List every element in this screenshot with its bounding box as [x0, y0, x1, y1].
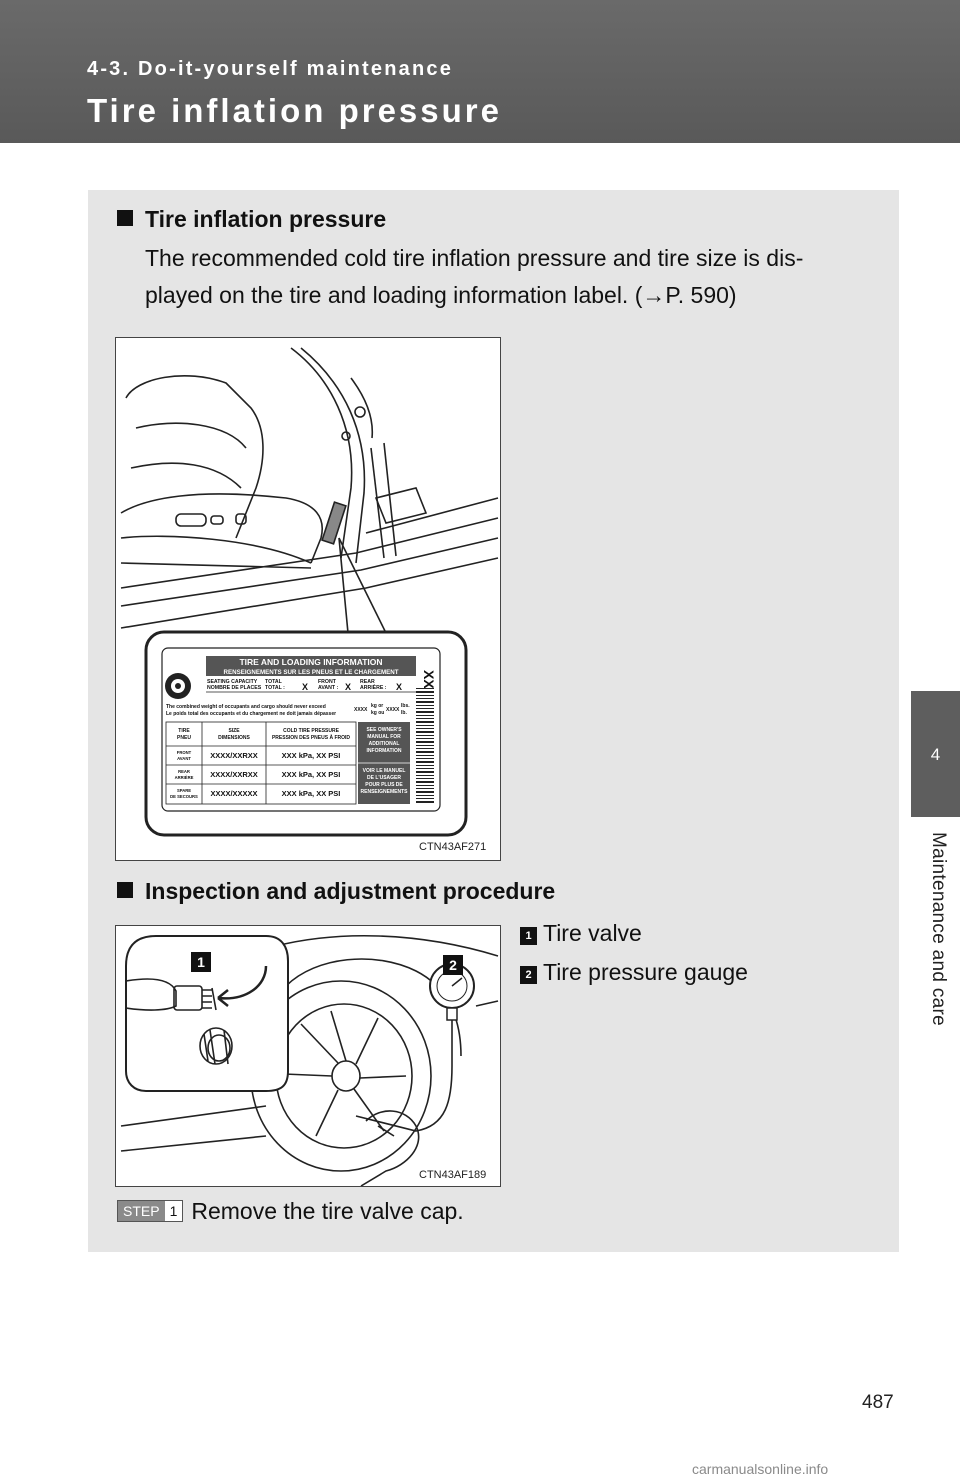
combined-weight-fr: Le poids total des occupants et du charg…: [166, 711, 336, 717]
rear-fr: ARRIÈRE :: [360, 683, 387, 691]
heading-inspection: Inspection and adjustment procedure: [117, 878, 555, 905]
front-en: FRONT: [318, 679, 337, 685]
weight-kg-value: XXXX: [354, 707, 368, 713]
lbs-unit: lbs.: [401, 703, 410, 709]
legend-badge-2: 2: [520, 966, 537, 984]
badge-1: 1: [197, 954, 205, 970]
col-size-fr: DIMENSIONS: [218, 735, 250, 741]
row-spare-en: SPARE: [177, 788, 191, 793]
kg-or: kg or: [371, 703, 383, 709]
figure-valve-and-gauge: 1 2: [115, 925, 501, 1187]
page-number: 487: [862, 1392, 894, 1413]
figure-tire-label: TIRE AND LOADING INFORMATION RENSEIGNEME…: [115, 337, 501, 861]
lb-unit: lb.: [401, 710, 407, 716]
row-front-fr: AVANT: [177, 756, 191, 761]
row-spare-pressure: XXX kPa, XX PSI: [282, 789, 341, 798]
step-1-text: Remove the tire valve cap.: [191, 1198, 464, 1224]
figure1-code: CTN43AF271: [419, 841, 487, 853]
see-manual-4: INFORMATION: [367, 748, 402, 754]
front-fr: AVANT :: [318, 685, 339, 691]
voir-manuel-1: VOIR LE MANUEL: [363, 768, 406, 774]
row-rear-size: XXXX/XXRXX: [210, 770, 258, 779]
seating-en: SEATING CAPACITY: [207, 679, 258, 685]
row-front-size: XXXX/XXRXX: [210, 751, 258, 760]
watermark: carmanualsonline.info: [692, 1461, 829, 1477]
col-press-en: COLD TIRE PRESSURE: [283, 728, 340, 734]
heading-tire-inflation: Tire inflation pressure: [117, 206, 386, 233]
total-en: TOTAL: [265, 679, 283, 685]
legend-badge-1: 1: [520, 927, 537, 945]
row-rear-fr: ARRIÈRE: [175, 775, 194, 780]
voir-manuel-3: POUR PLUS DE: [365, 782, 403, 788]
see-manual-1: SEE OWNER'S: [366, 727, 402, 733]
chapter-number: 4: [930, 745, 941, 764]
col-tire-fr: PNEU: [177, 735, 191, 741]
col-size-en: SIZE: [228, 728, 240, 734]
square-bullet-icon: [117, 882, 133, 898]
rear-value: X: [396, 682, 402, 692]
row-rear-pressure: XXX kPa, XX PSI: [282, 770, 341, 779]
row-spare-size: XXXX/XXXXX: [210, 789, 257, 798]
weight-lbs-value: XXXX: [386, 707, 400, 713]
tire-valve-illustration: 1 2: [120, 934, 499, 1187]
voir-manuel-2: DE L'USAGER: [367, 775, 401, 781]
rear-en: REAR: [360, 679, 375, 685]
label-title-en: TIRE AND LOADING INFORMATION: [239, 657, 382, 667]
page-header: 4-3. Do-it-yourself maintenance Tire inf…: [0, 0, 960, 143]
seating-fr: NOMBRE DE PLACES: [207, 685, 262, 691]
col-press-fr: PRESSION DES PNEUS À FROID: [272, 734, 350, 741]
label-title-fr: RENSEIGNEMENTS SUR LES PNEUS ET LE CHARG…: [224, 669, 399, 676]
total-value: X: [302, 682, 308, 692]
combined-weight-en: The combined weight of occupants and car…: [166, 704, 326, 710]
section1-body: The recommended cold tire inflation pres…: [145, 245, 804, 308]
chapter-tab-label: Maintenance and care: [928, 832, 949, 1027]
badge-2: 2: [449, 957, 457, 973]
row-spare-fr: DE SECOURS: [170, 794, 198, 799]
door-and-seat-illustration: TIRE AND LOADING INFORMATION RENSEIGNEME…: [120, 347, 499, 837]
section-label: 4-3. Do-it-yourself maintenance: [87, 58, 454, 80]
front-value: X: [345, 682, 351, 692]
row-front-en: FRONT: [177, 750, 192, 755]
row-front-pressure: XXX kPa, XX PSI: [282, 751, 341, 760]
kg-ou: kg ou: [371, 710, 384, 716]
label-code: XX: [421, 670, 437, 689]
page-title: Tire inflation pressure: [87, 92, 502, 129]
chapter-tab[interactable]: 4: [911, 691, 960, 817]
figure2-code: CTN43AF189: [419, 1169, 487, 1181]
see-manual-3: ADDITIONAL: [369, 741, 400, 747]
see-manual-2: MANUAL FOR: [367, 734, 401, 740]
total-fr: TOTAL :: [265, 685, 285, 691]
voir-manuel-4: RENSEIGNEMENTS: [361, 789, 409, 795]
col-tire-en: TIRE: [178, 728, 190, 734]
row-rear-en: REAR: [178, 769, 190, 774]
square-bullet-icon: [117, 210, 133, 226]
